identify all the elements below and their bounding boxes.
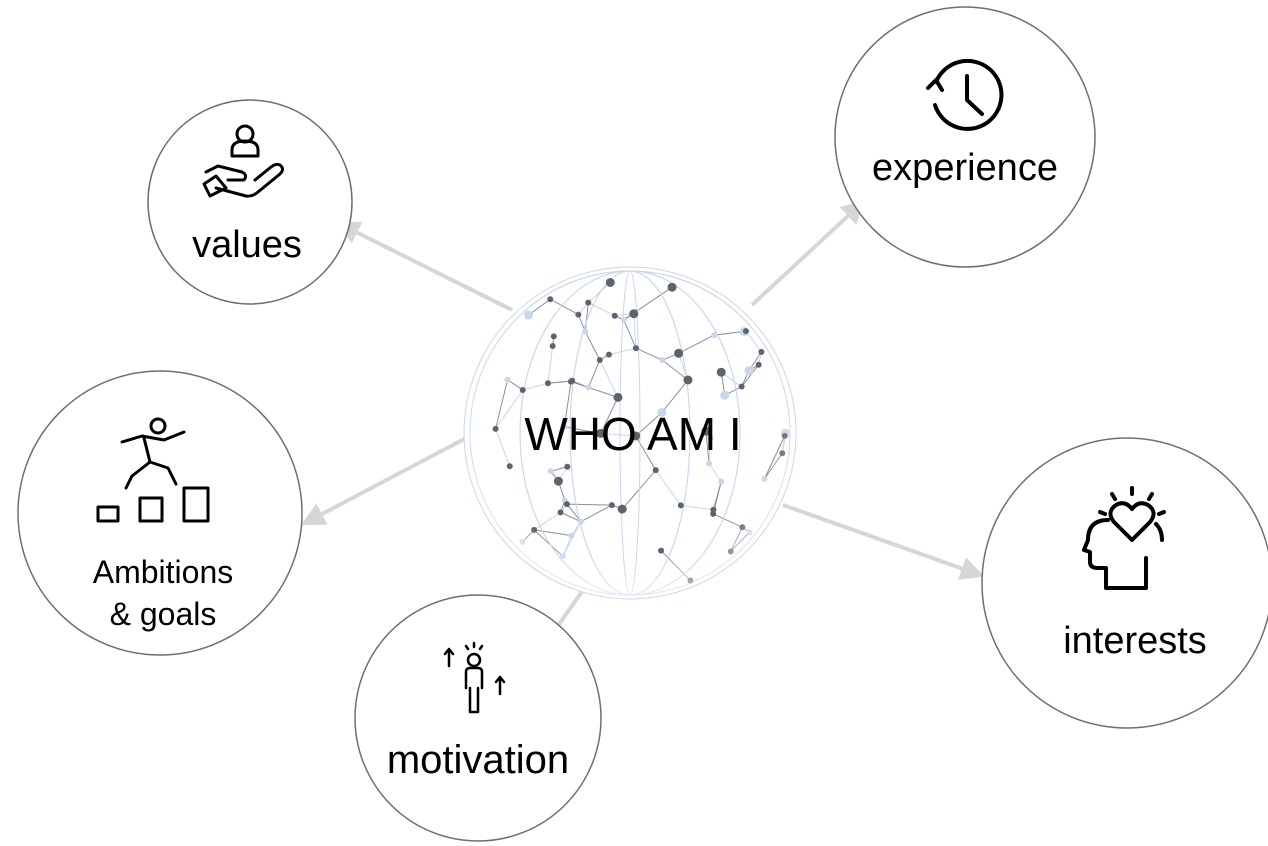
hand-holding-person-icon: [202, 124, 284, 198]
arrow-to-ambitions: [300, 425, 488, 526]
node-interests-circle: [981, 437, 1268, 729]
node-ambitions-label-line2: & goals: [110, 596, 217, 632]
node-motivation-circle: [354, 594, 602, 842]
node-interests: interests: [981, 437, 1268, 729]
history-clock-icon: [926, 58, 1004, 131]
node-values-circle: [147, 99, 353, 305]
climbing-steps-person-icon: [96, 417, 210, 523]
arrow-to-values: [335, 221, 513, 312]
arrow-to-interests: [782, 503, 985, 580]
node-experience-label: experience: [872, 147, 1058, 189]
node-ambitions-circle: [17, 370, 303, 656]
node-experience-circle: [834, 6, 1096, 268]
node-motivation-label: motivation: [387, 738, 569, 782]
node-experience: experience: [834, 6, 1096, 268]
node-values: values: [147, 99, 353, 305]
node-values-label: values: [192, 224, 302, 266]
node-motivation: motivation: [354, 594, 602, 842]
network-globe: [463, 266, 797, 600]
node-interests-label: interests: [1063, 620, 1207, 662]
connectors: [300, 199, 985, 647]
head-with-heart-icon: [1082, 486, 1166, 590]
person-arrows-up-icon: [443, 641, 506, 714]
node-ambitions-label-line1: Ambitions: [93, 554, 234, 590]
node-ambitions: Ambitions & goals: [17, 370, 303, 656]
arrow-to-experience: [750, 199, 866, 307]
center-title: WHO AM I: [524, 408, 741, 460]
